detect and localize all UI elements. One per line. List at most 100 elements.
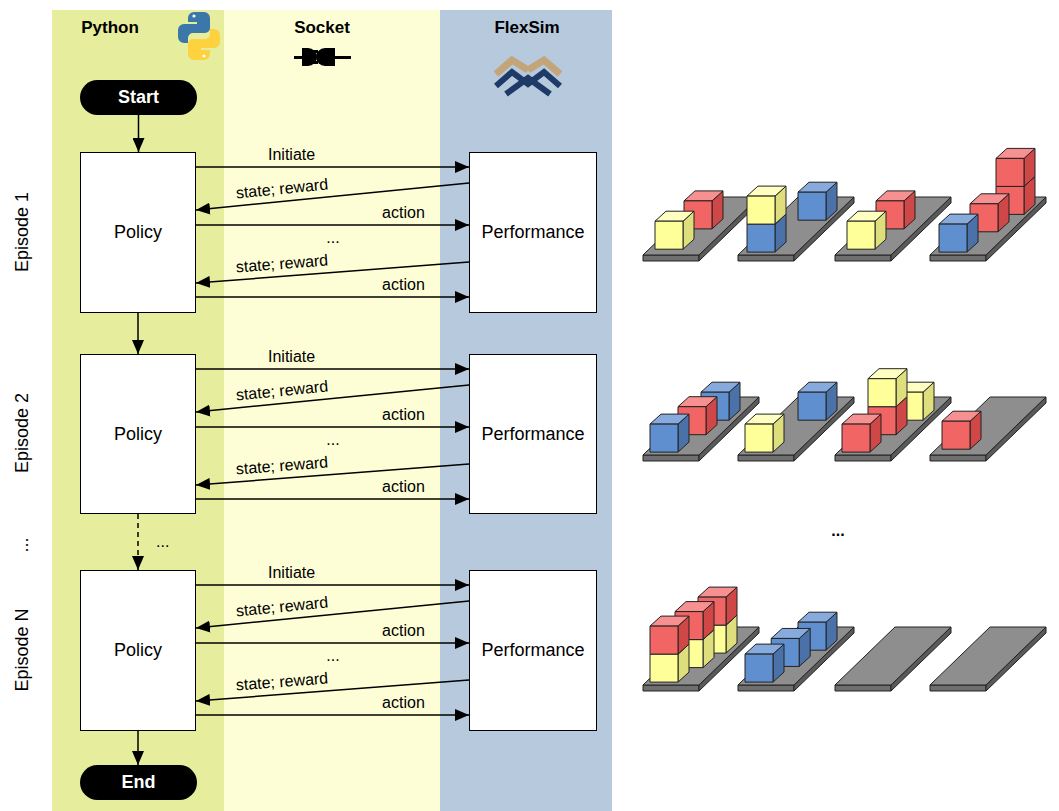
flow-arrow [196, 296, 469, 298]
illustration-shape [738, 685, 794, 691]
episode-label: Episode 1 [12, 192, 33, 272]
edge-label: action [382, 622, 425, 640]
illustration-shape [798, 392, 826, 420]
illustration-shape [643, 197, 759, 255]
edge-label: action [382, 478, 425, 496]
illustration-shape [970, 194, 1009, 204]
flow-arrow [137, 731, 139, 765]
illustration-shape [643, 397, 759, 455]
flow-arrow [196, 714, 469, 716]
ellipsis-label: ... [326, 431, 339, 449]
node-text: Start [118, 87, 159, 108]
illustration-shape [842, 414, 881, 424]
episode-label: Episode N [12, 608, 33, 691]
edge-label: state; reward [235, 594, 329, 621]
illustration-shape [745, 424, 773, 452]
node-text: End [122, 772, 156, 793]
illustration-shape [738, 455, 794, 461]
node-text: Performance [481, 222, 584, 243]
illustration-shape [650, 654, 678, 682]
illustration-shape [868, 379, 896, 407]
illustration-shape [835, 627, 951, 685]
process-box: Policy [80, 354, 196, 514]
flow-arrow [196, 368, 469, 370]
flow-arrow [196, 224, 469, 226]
illustration-shape [930, 455, 986, 461]
process-box: Performance [469, 354, 597, 514]
flow-arrow [196, 426, 469, 428]
process-box: Performance [469, 152, 597, 313]
edge-label: ... [156, 533, 169, 551]
flow-arrow [196, 166, 469, 168]
edge-label: state; reward [235, 176, 329, 203]
illustration-shape [798, 612, 837, 622]
illustration-shape [847, 211, 886, 221]
column-heading: Python [81, 18, 139, 38]
flow-arrow [138, 115, 140, 152]
illustration-shape [650, 626, 678, 654]
illustration-shape [847, 221, 875, 249]
illustration-shape [655, 221, 683, 249]
illustration-shape [745, 644, 784, 654]
illustration-shape [771, 628, 810, 638]
edge-label: action [382, 204, 425, 222]
flow-arrow [196, 584, 469, 586]
illustration-shape [842, 424, 870, 452]
illustration-shape [745, 414, 784, 424]
edge-label: action [382, 694, 425, 712]
edge-label: state; reward [235, 378, 329, 405]
column-heading: FlexSim [494, 18, 559, 38]
illustration-shape [798, 382, 837, 392]
edge-label: Initiate [268, 348, 315, 366]
illustration-shape [876, 191, 915, 201]
process-box: Policy [80, 570, 196, 731]
flexsim-logo [496, 60, 560, 94]
illustration-shape [745, 654, 773, 682]
process-box: Policy [80, 152, 196, 313]
terminal-pill: Start [80, 80, 197, 115]
illustration-shape [655, 211, 694, 221]
node-text: Performance [481, 424, 584, 445]
illustration-shape [835, 255, 891, 261]
episode-label: Episode 2 [12, 393, 33, 473]
illustration-shape [930, 397, 1046, 455]
illustration-shape [939, 224, 967, 252]
illustration-shape [650, 616, 689, 626]
flow-arrow [137, 514, 139, 570]
illustration-shape [643, 455, 699, 461]
illustration-shape [930, 255, 986, 261]
episode-label: ... [12, 537, 33, 552]
illustration-shape [675, 602, 714, 612]
column-band: PythonStartPolicyPolicyPolicyEnd [52, 10, 224, 811]
illustration-shape [930, 627, 1046, 685]
illustration-shape [835, 685, 891, 691]
edge-label: state; reward [236, 454, 330, 479]
illustration-shape [747, 186, 786, 196]
illustration-shape [798, 182, 837, 192]
edge-label: action [382, 276, 425, 294]
illustration-shape [868, 369, 907, 379]
node-text: Performance [481, 640, 584, 661]
column-band: FlexSimPerformancePerformancePerformance [440, 10, 612, 811]
illustration-shape [643, 685, 699, 691]
illustration-shape [698, 587, 737, 597]
ellipsis-label: ... [326, 229, 339, 247]
python-logo [178, 12, 220, 60]
illustration-shape [798, 192, 826, 220]
python-band [52, 10, 224, 811]
illustration-shape [650, 414, 689, 424]
socket-plug-icon [294, 48, 351, 66]
illustration-shape [930, 685, 986, 691]
edge-label: state; reward [236, 670, 330, 695]
illustration-shape [701, 382, 740, 392]
node-text: Policy [114, 222, 162, 243]
node-text: Policy [114, 640, 162, 661]
illustration-shape [747, 224, 775, 252]
column-heading: Socket [294, 18, 350, 38]
ellipsis-label: ... [831, 522, 844, 540]
illustration-shape [678, 397, 717, 407]
illustration-shape [835, 197, 951, 255]
edge-label: state; reward [236, 252, 330, 277]
ellipsis-label: ... [326, 647, 339, 665]
illustration-shape [942, 421, 970, 449]
